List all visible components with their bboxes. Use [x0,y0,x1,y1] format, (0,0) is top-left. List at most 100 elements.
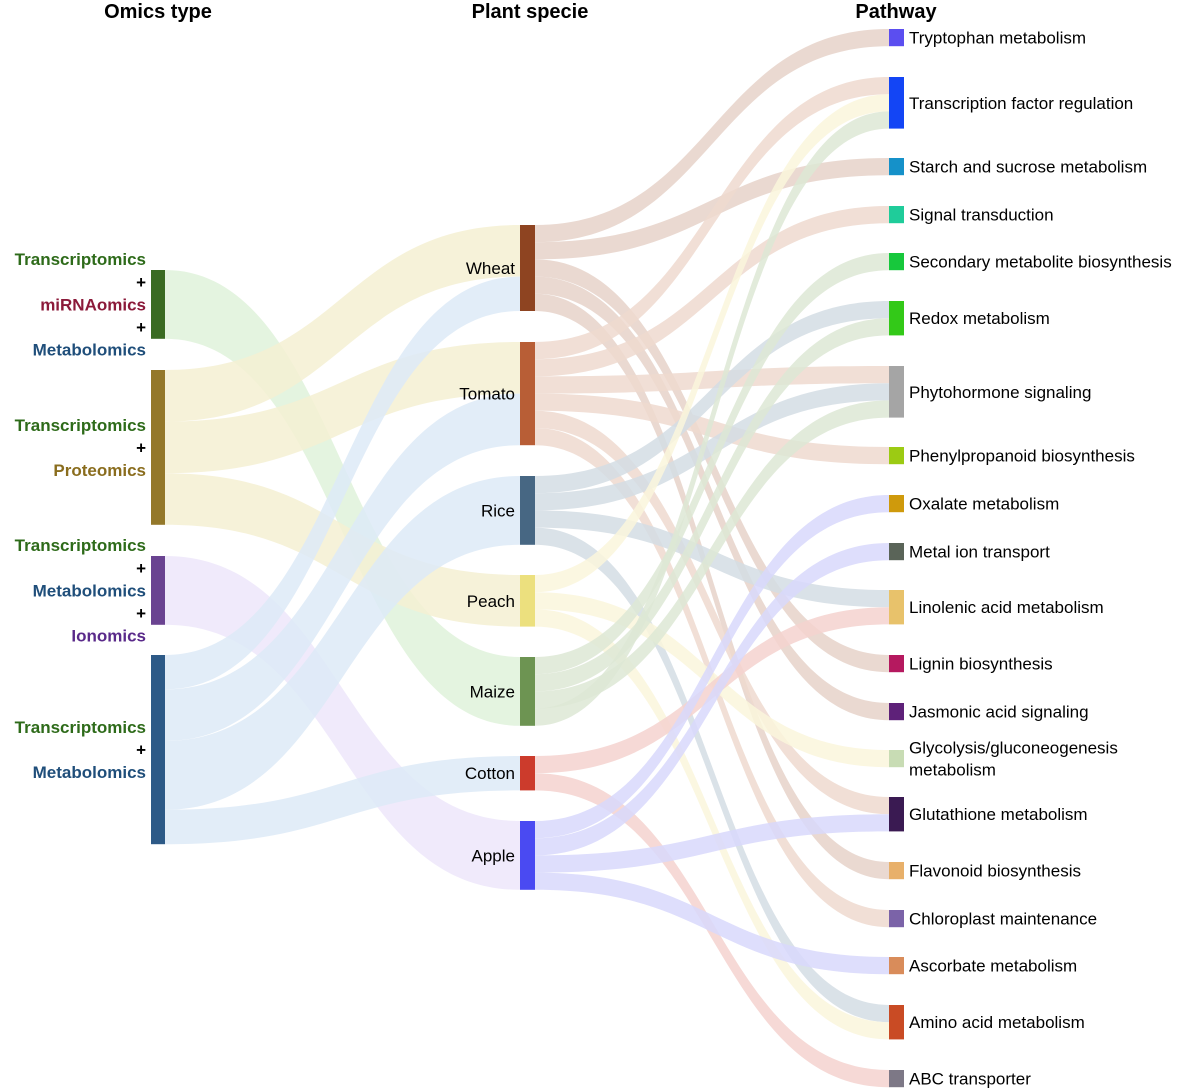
omics-label: Transcriptomics [15,416,146,435]
link-wheat-trp [535,29,889,243]
nodes-layer [151,29,904,1088]
link-maize-secondary [535,253,889,675]
omics-label: Proteomics [53,461,146,480]
labels-layer: Omics type Plant specie Pathway Transcri… [15,1,1172,1089]
pathway-node-jasmonic[interactable] [889,703,904,721]
pathway-node-redox[interactable] [889,301,904,336]
plant-node-wheat[interactable] [520,225,535,311]
link-tm-wheat [165,276,520,690]
link-tomato-tf [535,77,889,360]
pathway-node-tf[interactable] [889,77,904,129]
plus-sign: + [136,559,146,578]
omics-node-tm[interactable] [151,655,165,845]
link-rice-redox [535,301,889,494]
plus-sign: + [136,741,146,760]
omics-label: miRNAomics [40,295,146,314]
plant-label-apple: Apple [472,846,515,865]
omics-label: Metabolomics [33,763,146,782]
pathway-node-phenyl[interactable] [889,447,904,465]
pathway-label-phenyl: Phenylpropanoid biosynthesis [909,447,1135,466]
link-tp-tomato [165,342,520,474]
plus-sign: + [136,318,146,337]
pathway-label-signal: Signal transduction [909,206,1054,225]
pathway-label-glyco: metabolism [909,761,996,780]
pathway-node-ascorbate[interactable] [889,957,904,975]
omics-label: Ionomics [71,627,146,646]
pathway-label-oxalate: Oxalate metabolism [909,495,1059,514]
plant-node-cotton[interactable] [520,756,535,791]
pathway-node-signal[interactable] [889,206,904,224]
plant-label-peach: Peach [467,592,515,611]
pathway-node-flavonoid[interactable] [889,862,904,880]
pathway-node-abc[interactable] [889,1070,904,1088]
column-title-omics: Omics type [104,1,212,23]
link-wheat-starch [535,158,889,260]
link-peach-amino [535,609,889,1040]
link-cotton-linolenic [535,607,889,774]
link-peach-tf [535,94,889,593]
plant-label-rice: Rice [481,501,515,520]
pathway-label-phyto: Phytohormone signaling [909,383,1091,402]
pathway-label-tf: Transcription factor regulation [909,94,1133,113]
pathway-label-glyco: Glycolysis/gluconeogenesis [909,739,1118,758]
pathway-node-metal[interactable] [889,543,904,561]
omics-label: Metabolomics [33,581,146,600]
omics-label: Metabolomics [33,341,146,360]
link-wheat-flavonoid [535,293,889,880]
link-tm-cotton [165,756,520,845]
link-rice-phyto [535,383,889,511]
link-apple-metal [535,543,889,856]
link-apple-glutathione [535,814,889,873]
pathway-node-linolenic[interactable] [889,590,904,625]
pathway-node-starch[interactable] [889,158,904,176]
pathway-node-amino[interactable] [889,1005,904,1040]
link-tomato-glutathione [535,410,889,815]
link-tp-wheat [165,225,520,422]
pathway-node-oxalate[interactable] [889,495,904,513]
column-title-pathway: Pathway [855,1,937,23]
plant-label-wheat: Wheat [466,259,515,278]
omics-node-tmi[interactable] [151,556,165,625]
plant-node-maize[interactable] [520,657,535,726]
pathway-node-lignin[interactable] [889,655,904,673]
plant-label-cotton: Cotton [465,764,515,783]
omics-node-tp[interactable] [151,370,165,525]
pathway-node-trp[interactable] [889,29,904,47]
link-apple-ascorbate [535,872,889,975]
pathway-node-glyco[interactable] [889,750,904,768]
plant-node-rice[interactable] [520,476,535,545]
pathway-node-phyto[interactable] [889,366,904,418]
plus-sign: + [136,438,146,457]
pathway-node-chloroplast[interactable] [889,910,904,928]
pathway-label-redox: Redox metabolism [909,309,1050,328]
link-rice-amino [535,527,889,1023]
pathway-label-chloroplast: Chloroplast maintenance [909,910,1097,929]
link-tomato-signal [535,206,889,377]
omics-label: Transcriptomics [15,536,146,555]
pathway-label-secondary: Secondary metabolite biosynthesis [909,253,1172,272]
omics-node-tmm[interactable] [151,270,165,339]
pathway-label-trp: Tryptophan metabolism [909,29,1086,48]
plant-node-peach[interactable] [520,575,535,627]
link-maize-redox [535,318,889,692]
pathway-label-glutathione: Glutathione metabolism [909,805,1088,824]
link-tm-tomato [165,393,520,741]
plant-label-maize: Maize [470,682,515,701]
link-maize-phyto [535,400,889,709]
pathway-node-secondary[interactable] [889,253,904,271]
omics-label: Transcriptomics [15,718,146,737]
pathway-label-abc: ABC transporter [909,1070,1031,1089]
plant-node-apple[interactable] [520,821,535,890]
omics-label: Transcriptomics [15,250,146,269]
links-layer [165,29,889,1088]
pathway-node-glutathione[interactable] [889,797,904,832]
link-apple-oxalate [535,495,889,839]
link-tm-rice [165,476,520,810]
plus-sign: + [136,604,146,623]
pathway-label-starch: Starch and sucrose metabolism [909,158,1147,177]
pathway-label-ascorbate: Ascorbate metabolism [909,957,1077,976]
plus-sign: + [136,273,146,292]
pathway-label-jasmonic: Jasmonic acid signaling [909,703,1089,722]
plant-node-tomato[interactable] [520,342,535,446]
